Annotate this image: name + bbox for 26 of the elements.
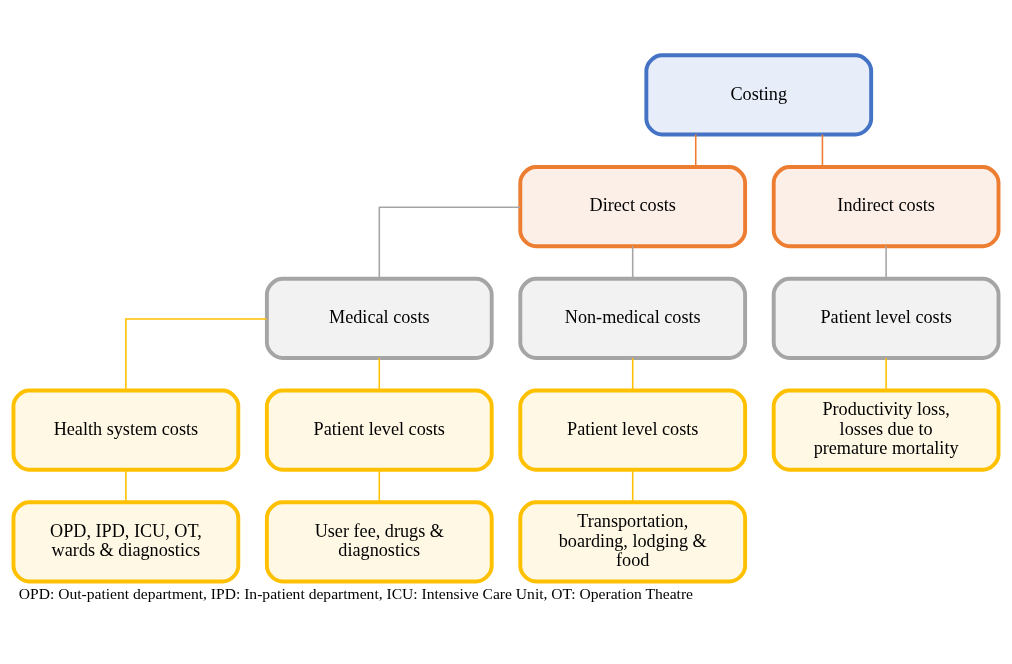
node-box: Health system costs xyxy=(11,388,241,472)
connector xyxy=(125,469,127,503)
connector xyxy=(631,245,634,280)
node-box: Costing xyxy=(644,53,874,137)
caption: OPD: Out-patient department, IPD: In-patient department, ICU: Intensive Care Unit, OT: Operation Theatre xyxy=(18,585,694,603)
node-box: OPD, IPD, ICU, OT, wards & diagnostics xyxy=(11,500,241,584)
node-box: Patient level costs xyxy=(518,388,748,472)
connector xyxy=(125,318,268,391)
node-box: Direct costs xyxy=(518,165,748,249)
node-box: Transportation, boarding, lodging & food xyxy=(518,500,748,584)
node-box: Patient level costs xyxy=(264,388,494,472)
node-box: Non-medical costs xyxy=(518,276,748,360)
connector xyxy=(378,357,381,391)
connector xyxy=(821,133,824,168)
connector xyxy=(694,133,697,168)
connector xyxy=(631,469,634,503)
connector xyxy=(885,245,887,280)
node-box: Indirect costs xyxy=(771,165,1001,249)
node-box: Productivity loss, losses due to premature mortality xyxy=(771,388,1001,472)
node-box: Patient level costs xyxy=(771,276,1001,360)
node-box: Medical costs xyxy=(264,276,494,360)
node-box: User fee, drugs & diagnostics xyxy=(264,500,494,584)
connector xyxy=(378,469,381,503)
connector xyxy=(378,206,521,279)
connector xyxy=(631,357,634,391)
connector xyxy=(885,357,887,391)
